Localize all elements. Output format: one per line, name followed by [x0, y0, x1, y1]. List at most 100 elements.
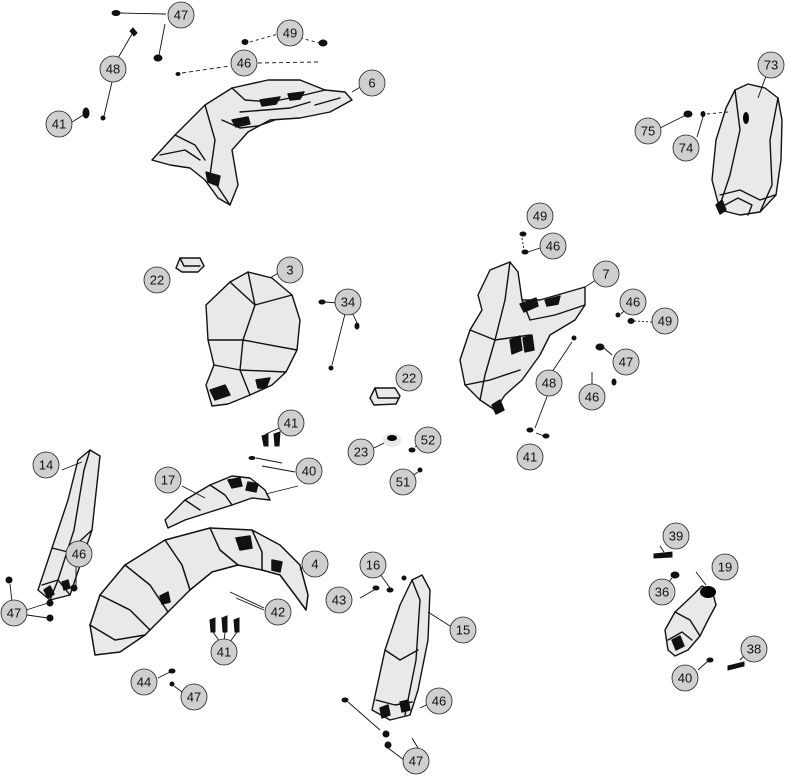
svg-text:46: 46: [585, 390, 599, 405]
svg-text:75: 75: [641, 124, 655, 139]
callout-22-a: 22: [143, 266, 171, 294]
callout-74: 74: [672, 134, 700, 162]
callout-43: 43: [325, 586, 353, 614]
part-14-fork-guard: [37, 449, 101, 601]
callout-40-b: 40: [671, 664, 699, 692]
callout-39: 39: [662, 522, 690, 550]
svg-text:46: 46: [432, 694, 446, 709]
callout-47-b: 47: [612, 348, 640, 376]
svg-text:52: 52: [421, 433, 435, 448]
part-17-fender-top: [164, 475, 271, 529]
callout-75: 75: [634, 117, 662, 145]
svg-text:16: 16: [366, 558, 380, 573]
svg-text:34: 34: [341, 295, 355, 310]
svg-text:42: 42: [271, 605, 285, 620]
callout-16: 16: [359, 551, 387, 579]
svg-text:47: 47: [619, 355, 633, 370]
svg-text:49: 49: [658, 314, 672, 329]
hardware-34: [318, 299, 360, 371]
callout-52: 52: [414, 426, 442, 454]
callout-42: 42: [264, 598, 292, 626]
svg-text:47: 47: [187, 690, 201, 705]
part-15-fork-guard: [371, 574, 431, 721]
svg-text:48: 48: [106, 62, 120, 77]
svg-text:22: 22: [150, 273, 164, 288]
callout-46-d: 46: [578, 383, 606, 411]
svg-text:49: 49: [533, 209, 547, 224]
svg-text:15: 15: [456, 623, 470, 638]
svg-text:40: 40: [302, 464, 316, 479]
callout-41-a: 41: [45, 110, 73, 138]
svg-text:73: 73: [764, 58, 778, 73]
part-7-side-panel: [459, 261, 586, 415]
svg-text:41: 41: [217, 645, 231, 660]
svg-text:7: 7: [602, 267, 609, 282]
callout-46-e: 46: [65, 540, 93, 568]
svg-text:46: 46: [237, 56, 251, 71]
callout-34: 34: [334, 288, 362, 316]
svg-text:39: 39: [669, 529, 683, 544]
callout-51: 51: [389, 468, 417, 496]
callout-3: 3: [276, 256, 304, 284]
part-6-shroud: [151, 79, 353, 206]
svg-text:3: 3: [286, 263, 293, 278]
callout-47-e: 47: [402, 747, 430, 775]
part-22-lens-lower: [369, 387, 401, 406]
svg-text:47: 47: [409, 754, 423, 769]
callout-48-b: 48: [535, 369, 563, 397]
svg-text:47: 47: [7, 606, 21, 621]
svg-text:43: 43: [332, 593, 346, 608]
callout-47-c: 47: [0, 599, 28, 627]
part-23-grommet: [383, 433, 401, 447]
svg-text:41: 41: [523, 450, 537, 465]
callout-44: 44: [130, 668, 158, 696]
callout-40-a: 40: [295, 457, 323, 485]
svg-text:41: 41: [52, 117, 66, 132]
svg-text:47: 47: [174, 8, 188, 23]
callout-49-b: 49: [526, 202, 554, 230]
callout-46-c: 46: [619, 288, 647, 316]
svg-text:19: 19: [718, 560, 732, 575]
svg-text:49: 49: [283, 26, 297, 41]
part-22-lens-upper: [175, 257, 205, 273]
svg-text:44: 44: [137, 675, 151, 690]
callout-46-b: 46: [539, 232, 567, 260]
callout-6: 6: [358, 69, 386, 97]
callout-17: 17: [154, 466, 182, 494]
svg-text:14: 14: [39, 458, 53, 473]
hardware-14: [5, 566, 78, 622]
callout-36: 36: [648, 578, 676, 606]
hardware-44-47: [157, 668, 183, 693]
part-73-number-plate: [711, 83, 783, 216]
svg-text:46: 46: [72, 547, 86, 562]
hardware-42-41: [209, 591, 265, 643]
callout-47-a: 47: [167, 1, 195, 29]
callout-41-d: 41: [210, 638, 238, 666]
part-4-front-fender: [89, 527, 309, 656]
callout-7: 7: [592, 260, 620, 288]
callout-15: 15: [449, 616, 477, 644]
part-3-headlight-mask: [205, 271, 301, 407]
callout-73: 73: [757, 51, 785, 79]
callout-23: 23: [347, 438, 375, 466]
callout-14: 14: [32, 451, 60, 479]
callout-49-c: 49: [651, 307, 679, 335]
hardware-7: [519, 231, 653, 439]
callout-49-a: 49: [276, 19, 304, 47]
callout-22-b: 22: [395, 364, 423, 392]
svg-text:74: 74: [679, 141, 693, 156]
hardware-15: [341, 573, 429, 761]
svg-text:23: 23: [354, 445, 368, 460]
svg-text:6: 6: [368, 76, 375, 91]
svg-text:51: 51: [396, 475, 410, 490]
svg-text:4: 4: [311, 557, 318, 572]
part-19-bracket: [664, 585, 717, 657]
callout-47-d: 47: [180, 683, 208, 711]
svg-text:48: 48: [542, 376, 556, 391]
hardware-19: [653, 545, 749, 671]
callout-41-b: 41: [516, 443, 544, 471]
svg-text:40: 40: [678, 671, 692, 686]
svg-text:46: 46: [626, 295, 640, 310]
callout-46-a: 46: [230, 49, 258, 77]
